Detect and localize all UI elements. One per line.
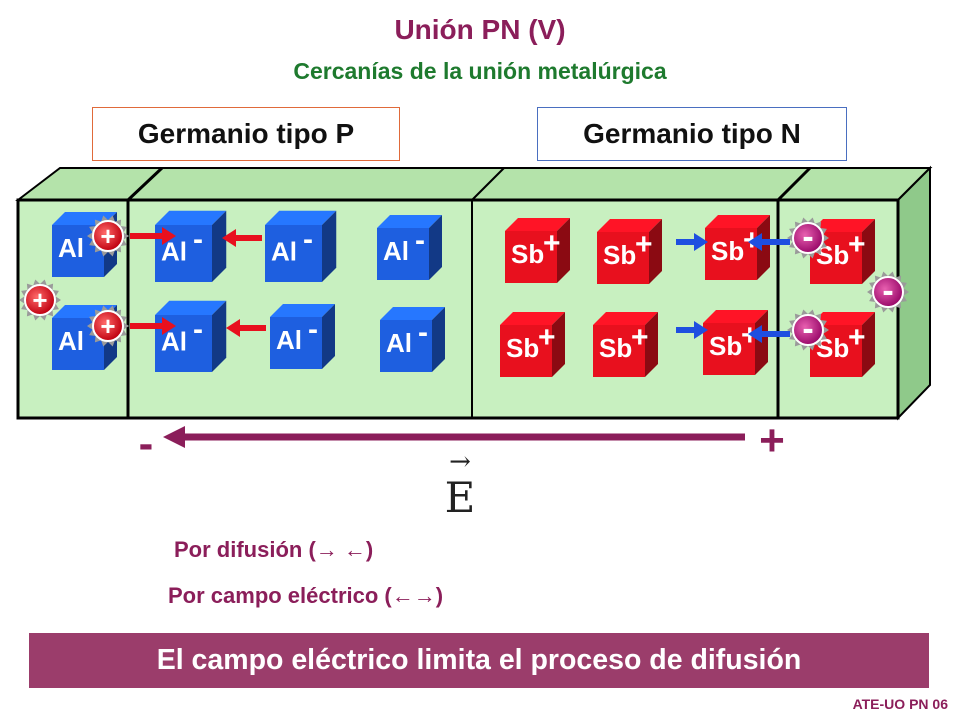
field-negative-sign: -: [139, 419, 154, 468]
legend-electric-field: Por campo eléctrico (←→): [168, 583, 444, 608]
ion-label: Al: [383, 236, 409, 266]
vector-arrow-symbol: →: [449, 447, 471, 477]
electric-field-symbol: E: [445, 473, 476, 522]
ion-charge: +: [538, 321, 556, 354]
ion-charge: +: [741, 319, 759, 352]
ion-label: Sb: [599, 333, 632, 363]
ion-charge: +: [631, 321, 649, 354]
electron-carrier: -: [787, 309, 829, 351]
hole-drift-arrow: [222, 229, 262, 247]
electron-diffusion-arrow: [748, 233, 790, 251]
electric-field-arrow: [163, 426, 745, 448]
ion-label: Sb: [711, 236, 744, 266]
slide-footer: ATE-UO PN 06: [852, 696, 948, 712]
donor-ion: Sb+: [593, 312, 658, 377]
ion-charge: -: [193, 313, 203, 346]
electron-drift-arrow: [676, 233, 708, 251]
svg-text:-: -: [882, 272, 893, 310]
ion-layer: AlAlAl-Al-Al-Al-Al-Al-Sb+Sb+Sb+Sb+Sb+Sb+…: [52, 210, 875, 377]
acceptor-ion: Al-: [377, 215, 442, 280]
donor-ion: Sb+: [705, 215, 770, 280]
ion-label: Al: [386, 328, 412, 358]
acceptor-ion: Al-: [265, 210, 337, 282]
ion-label: Al: [271, 236, 297, 266]
svg-text:+: +: [32, 285, 47, 315]
donor-ion: Sb+: [597, 219, 662, 284]
p-type-label: Germanio tipo P: [92, 107, 400, 161]
hole-diffusion-arrow: [130, 317, 176, 335]
acceptor-ion: Al-: [270, 304, 335, 369]
acceptor-ion: Al-: [155, 210, 227, 282]
electron-carrier: -: [787, 217, 829, 259]
ion-label: Al: [58, 326, 84, 356]
ion-charge: +: [848, 321, 866, 354]
ion-label: Sb: [603, 240, 636, 270]
conclusion-banner: El campo eléctrico limita el proceso de …: [29, 633, 929, 688]
ion-label: Al: [276, 325, 302, 355]
ion-label: Sb: [709, 331, 742, 361]
svg-text:+: +: [100, 221, 115, 251]
electron-carrier: -: [867, 271, 909, 313]
acceptor-ion: Al-: [155, 300, 227, 372]
ion-label: Al: [58, 233, 84, 263]
hole-carrier: +: [87, 215, 129, 257]
hole-carrier: +: [87, 305, 129, 347]
svg-text:+: +: [100, 311, 115, 341]
ion-charge: -: [303, 223, 313, 256]
slide-title: Unión PN (V): [394, 14, 566, 45]
n-type-label: Germanio tipo N: [537, 107, 847, 161]
ion-charge: +: [543, 227, 561, 260]
svg-text:-: -: [802, 218, 813, 256]
ion-charge: -: [418, 316, 428, 349]
legend-diffusion: Por difusión (→ ←): [174, 537, 374, 562]
ion-charge: +: [848, 228, 866, 261]
svg-text:-: -: [802, 310, 813, 348]
ion-charge: -: [308, 313, 318, 346]
electron-drift-arrow: [676, 321, 708, 339]
hole-diffusion-arrow: [130, 227, 176, 245]
donor-ion: Sb+: [703, 310, 768, 375]
ion-charge: -: [415, 224, 425, 257]
ion-label: Sb: [511, 239, 544, 269]
ion-label: Sb: [506, 333, 539, 363]
ion-charge: +: [635, 228, 653, 261]
hole-drift-arrow: [226, 319, 266, 337]
ion-charge: -: [193, 223, 203, 256]
electron-diffusion-arrow: [748, 325, 790, 343]
hole-carrier: +: [19, 279, 61, 321]
donor-ion: Sb+: [810, 312, 875, 377]
acceptor-ion: Al-: [380, 307, 445, 372]
crystal-block: [15, 165, 933, 421]
slide-subtitle: Cercanías de la unión metalúrgica: [293, 58, 667, 84]
donor-ion: Sb+: [500, 312, 565, 377]
donor-ion: Sb+: [505, 218, 570, 283]
field-positive-sign: +: [759, 416, 785, 465]
carrier-layer: +++---: [19, 215, 909, 351]
